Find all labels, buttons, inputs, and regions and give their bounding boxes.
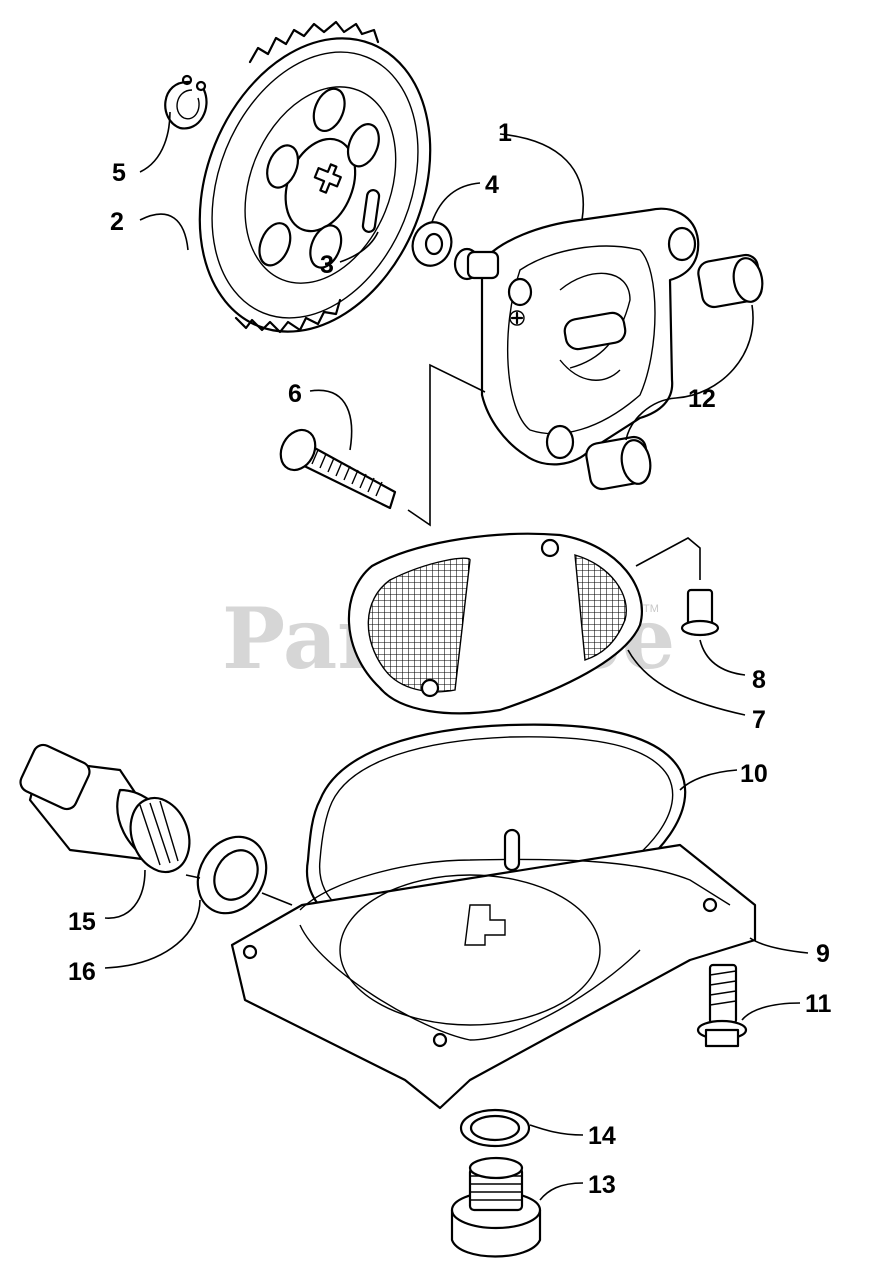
callout-3: 3 [320, 251, 334, 279]
callout-4: 4 [485, 171, 499, 199]
watermark-trademark: TM [643, 603, 659, 615]
part-strainer [347, 532, 643, 715]
callout-6: 6 [288, 380, 302, 408]
callout-7: 7 [752, 706, 766, 734]
leader-lines [104, 111, 809, 1201]
callout-13: 13 [588, 1171, 616, 1199]
callout-5: 5 [112, 159, 126, 187]
callout-10: 10 [740, 760, 768, 788]
callout-2: 2 [110, 208, 124, 236]
part-bolt [279, 428, 397, 510]
part-oil-sensor [19, 743, 191, 874]
part-drain-washer [459, 1108, 531, 1148]
callout-1: 1 [498, 119, 512, 147]
part-dowels [585, 253, 764, 491]
callout-9: 9 [816, 940, 830, 968]
callout-15: 15 [68, 908, 96, 936]
part-flange-bolt [696, 963, 748, 1048]
callout-14: 14 [588, 1122, 616, 1150]
callout-11: 11 [805, 990, 832, 1018]
part-drain-plug [450, 1156, 542, 1258]
callout-labels: 1 2 3 4 5 6 7 8 9 10 11 12 13 14 15 16 [68, 119, 832, 1199]
part-screw [680, 588, 720, 637]
callout-12: 12 [688, 385, 716, 413]
part-washer [411, 221, 453, 267]
part-seal-ring [196, 835, 268, 915]
callout-16: 16 [68, 958, 96, 986]
part-oil-pan [230, 828, 757, 1110]
callout-8: 8 [752, 666, 766, 694]
part-retaining-ring [164, 74, 208, 130]
part-oil-pump [453, 207, 700, 466]
part-gear [198, 20, 432, 334]
